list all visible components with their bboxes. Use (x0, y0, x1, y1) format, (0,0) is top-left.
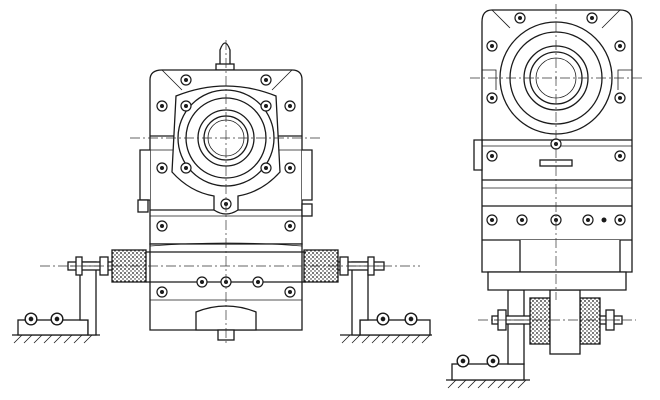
base-support-left (17, 261, 97, 336)
base-support-side (451, 289, 525, 381)
rubber-buffer-side-a (529, 297, 551, 345)
side-view (446, 4, 644, 389)
base-support-right (351, 261, 431, 336)
ground-hatch-right (446, 379, 530, 389)
bracket-plate-side (549, 289, 581, 355)
centre-lines-front (40, 40, 420, 345)
breather-plug (215, 42, 235, 71)
front-view (12, 40, 432, 345)
rubber-buffer-side-b (579, 297, 601, 345)
housing-bolts-side (486, 12, 626, 226)
centre-lines-side (470, 4, 644, 321)
